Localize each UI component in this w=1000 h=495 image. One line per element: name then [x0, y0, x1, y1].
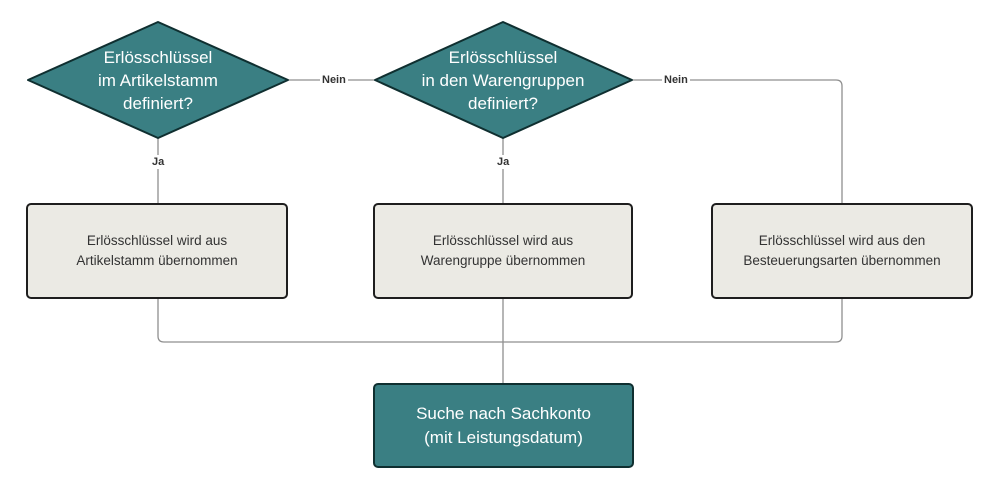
final-sachkonto-box [373, 383, 634, 468]
process-besteuerungsarten-box [711, 203, 973, 299]
decision-artikelstamm-diamond [27, 21, 289, 139]
process-besteuerungsarten-text: Erlösschlüssel wird aus den Besteuerungs… [743, 233, 941, 268]
decision-artikelstamm-text: Erlösschlüssel im Artikelstamm definiert… [98, 47, 218, 113]
decision-warengruppen-text: Erlösschlüssel in den Warengruppen defin… [421, 47, 585, 113]
edge-label-nein-1: Nein [320, 73, 348, 87]
connector-decision2-to-process3 [632, 79, 843, 204]
connector-merge-line [157, 298, 843, 343]
edge-label-nein-2: Nein [662, 73, 690, 87]
process-artikelstamm-box [26, 203, 288, 299]
process-warengruppe-text: Erlösschlüssel wird aus Warengruppe über… [420, 233, 586, 268]
final-sachkonto-text: Suche nach Sachkonto (mit Leistungsdatum… [416, 403, 591, 447]
edge-label-ja-2: Ja [495, 155, 512, 169]
process-artikelstamm-text: Erlösschlüssel wird aus Artikelstamm übe… [76, 233, 238, 268]
process-warengruppe-box [373, 203, 633, 299]
decision-warengruppen-diamond [374, 21, 633, 139]
edge-label-ja-1: Ja [150, 155, 167, 169]
